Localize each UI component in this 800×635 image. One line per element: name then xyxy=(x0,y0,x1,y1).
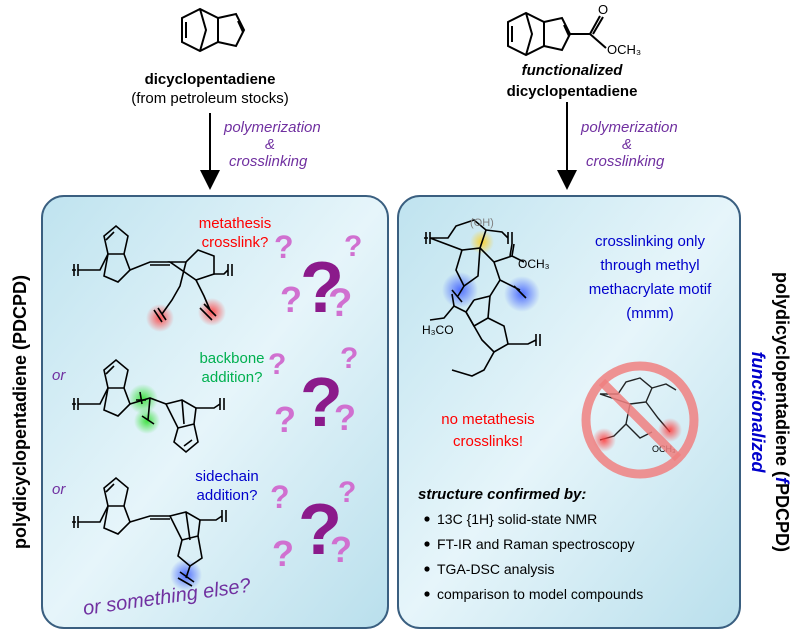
confirmed-item-3: TGA-DSC analysis xyxy=(437,561,554,577)
glow-red-r1 xyxy=(592,428,616,452)
q2-line1: backbone xyxy=(199,350,264,367)
qmark-small-3: ? xyxy=(280,279,302,320)
bullet-4 xyxy=(424,591,430,597)
right-arrow-label-1: polymerization xyxy=(580,119,678,136)
glow-blue-r1 xyxy=(442,272,478,308)
glow-green-2 xyxy=(134,408,160,434)
qmark-big-3: ? xyxy=(298,490,342,570)
qmark-small-6: ? xyxy=(340,342,358,375)
left-arrow-label-1: polymerization xyxy=(223,119,321,136)
confirmed-list: 13C {1H} solid-state NMR FT-IR and Raman… xyxy=(424,511,643,602)
functionalized-dcpd-name: dicyclopentadiene xyxy=(507,83,638,100)
bullet-3 xyxy=(424,566,430,572)
pdcpd-structure-1 xyxy=(72,224,233,323)
q1-line2: crosslink? xyxy=(202,234,269,251)
question-marks: ? ? ? ? ? ? ? ? ? ? ? ? ? ? ? xyxy=(268,229,362,574)
qmark-small-5: ? xyxy=(268,348,286,381)
qmark-big-1: ? xyxy=(300,248,344,328)
right-arrow-label-amp: & xyxy=(622,136,632,153)
glow-red-r2 xyxy=(658,418,682,442)
right-panel xyxy=(397,195,741,629)
mmm-note-2: through methyl xyxy=(600,257,699,274)
or-label-1: or xyxy=(52,367,66,384)
no-metathesis-1: no metathesis xyxy=(441,411,534,428)
or-label-2: or xyxy=(52,481,66,498)
no-metathesis-2: crosslinks! xyxy=(453,433,523,450)
confirmed-item-1: 13C {1H} solid-state NMR xyxy=(437,511,597,527)
left-arrow-label-amp: & xyxy=(265,136,275,153)
left-arrow-label-2: crosslinking xyxy=(229,153,308,170)
qmark-small-7: ? xyxy=(274,399,296,440)
qmark-big-2: ? xyxy=(300,363,343,441)
qmark-small-9: ? xyxy=(270,479,290,515)
substituent-och3: OCH₃ xyxy=(607,42,641,57)
q3-line1: sidechain xyxy=(195,468,258,485)
fpdcpd-title-prefix: functionalized xyxy=(748,352,768,474)
q1-line1: metathesis xyxy=(199,215,272,232)
mmm-note-4: (mmm) xyxy=(626,305,673,322)
qmark-small-8: ? xyxy=(334,397,356,438)
qmark-small-1: ? xyxy=(274,229,294,265)
q2-line2: addition? xyxy=(202,369,263,386)
prohibited-icon xyxy=(581,361,699,479)
qmark-small-11: ? xyxy=(272,533,294,574)
mmm-note-1: crosslinking only xyxy=(595,233,706,250)
dcpd-source: (from petroleum stocks) xyxy=(131,90,289,107)
dcpd-name: dicyclopentadiene xyxy=(145,71,276,88)
right-arrow-label-2: crosslinking xyxy=(586,153,665,170)
substituent-o: O xyxy=(598,2,608,17)
mmm-note-3: methacrylate motif xyxy=(589,281,712,298)
dcpd-structure xyxy=(181,7,246,53)
qmark-small-2: ? xyxy=(344,230,362,263)
och3-label: OCH₃ xyxy=(518,257,550,271)
pdcpd-side-title: polydicyclopentadiene (PDCPD) xyxy=(10,275,30,549)
qmark-small-4: ? xyxy=(328,281,352,325)
fpdcpd-side-title: functionalized xyxy=(748,352,768,474)
functionalized-prefix: functionalized xyxy=(522,62,624,79)
confirmed-item-2: FT-IR and Raman spectroscopy xyxy=(437,536,635,552)
oh-label: (OH) xyxy=(470,217,494,229)
functionalized-dcpd-structure xyxy=(507,11,607,57)
q3-line2: addition? xyxy=(197,487,258,504)
fpdcpd-side-title-2: polydicyclopentadiene (fPDCPD) xyxy=(772,272,792,552)
confirmed-item-4: comparison to model compounds xyxy=(437,586,643,602)
glow-green-1 xyxy=(128,384,158,414)
confirmed-title: structure confirmed by: xyxy=(418,486,586,503)
bullet-1 xyxy=(424,516,430,522)
glow-blue-1 xyxy=(170,559,202,591)
h3co-label: H₃CO xyxy=(422,323,454,337)
bullet-2 xyxy=(424,541,430,547)
pdcpd-structure-3 xyxy=(72,476,227,587)
qmark-small-12: ? xyxy=(330,529,352,570)
fpdcpd-structure xyxy=(424,219,541,377)
qmark-small-10: ? xyxy=(338,476,356,509)
pdcpd-structure-2 xyxy=(72,358,225,454)
